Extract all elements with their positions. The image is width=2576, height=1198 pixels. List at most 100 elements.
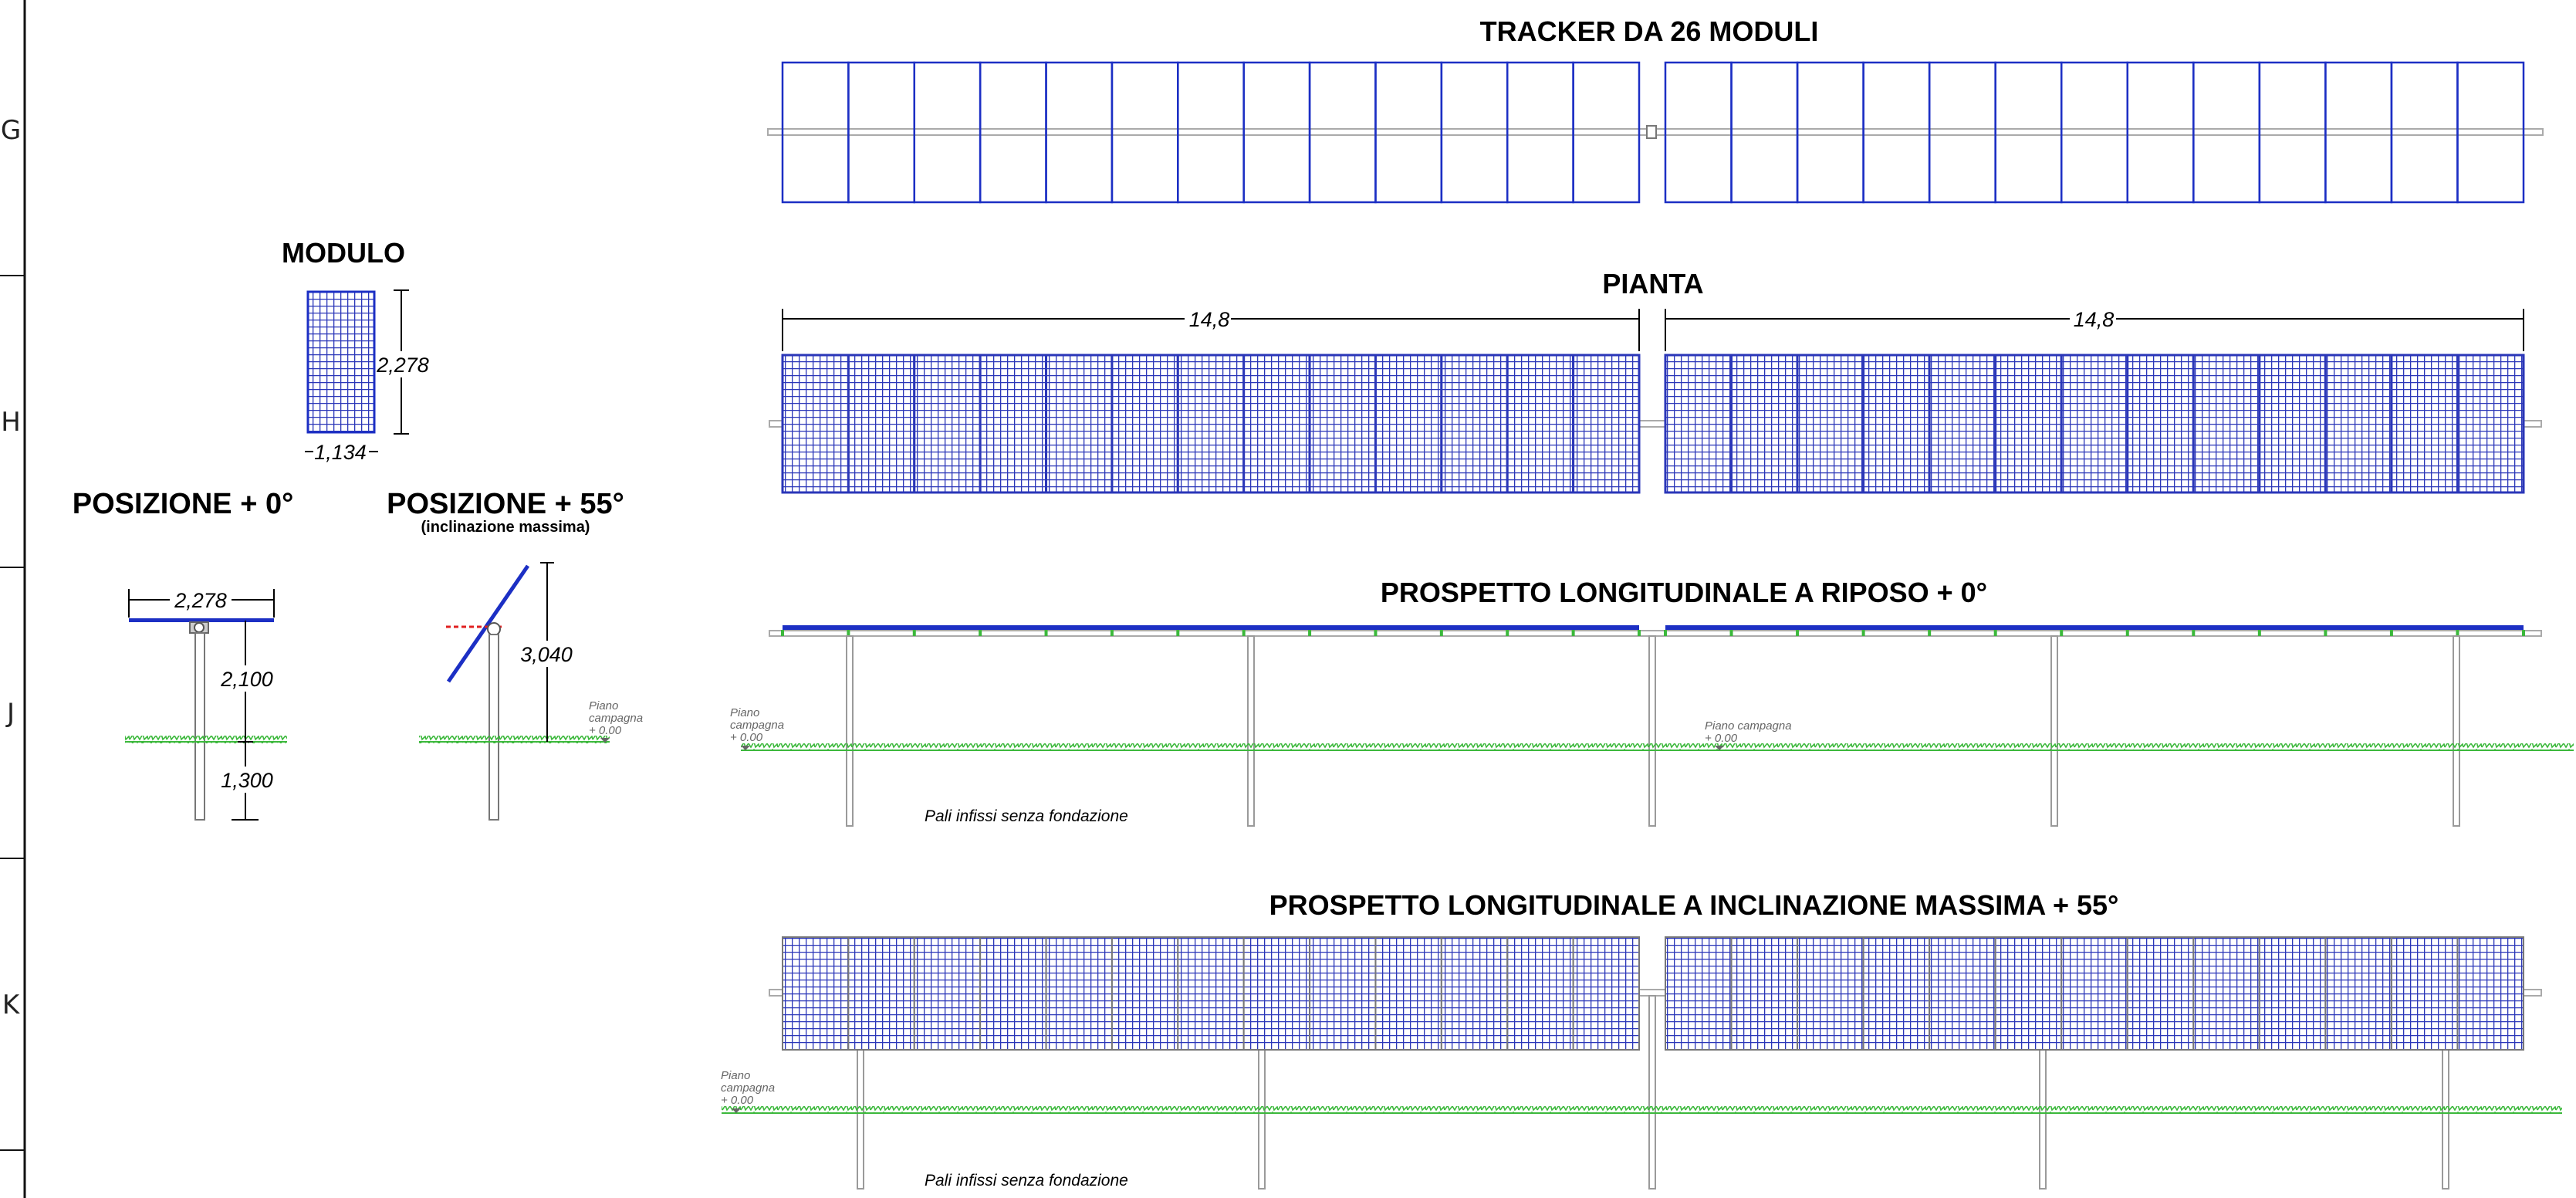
tilt-module [2324,936,2392,1051]
plan-module [2192,354,2261,494]
rest-clamp [1993,630,1997,636]
rest-ground-label-2: campagna [730,719,784,732]
tilt-module [2258,936,2327,1051]
tilt-module [2060,936,2128,1051]
plan-module [1796,354,1865,494]
plan-module [2060,354,2129,494]
plan-title: PIANTA [1602,268,1703,300]
rest-ground-level: + 0.00 [730,731,763,744]
rest-clamp [1176,630,1180,636]
rest-clamp [1796,630,1800,636]
rest-pile [1648,635,1656,827]
tilt-module [979,936,1047,1051]
tilt-module [1929,936,1996,1051]
position-55-detail: POSIZIONE + 55° (inclinazione massima) 3… [387,488,643,821]
tilt-module [847,936,915,1051]
rest-clamp [1571,630,1575,636]
rest-clamp [2060,630,2064,636]
position-55-ground-level: + 0.00 [589,724,622,737]
rest-pile [846,635,854,827]
module-width-dim: 1,134 [314,441,367,464]
plan-dim-left: 14,8 [1189,308,1230,331]
module-title: MODULO [282,237,405,269]
module-panel [306,290,376,434]
tilt-title: PROSPETTO LONGITUDINALE A INCLINAZIONE M… [1269,889,2119,921]
rest-clamp [2522,630,2525,636]
position-55-ground-label-2: campagna [589,712,643,725]
plan-module [1111,354,1179,494]
rest-ground-level-center: + 0.00 [1705,732,1738,745]
rest-clamp [847,630,850,636]
plan-module [1176,354,1246,494]
rest-clamp [1242,630,1246,636]
rest-clamp [912,630,916,636]
plan-module [1862,354,1931,494]
rest-pile [1247,635,1255,827]
plan-module [913,354,982,494]
position-55-title: POSIZIONE + 55° [387,488,624,520]
rest-clamp [1308,630,1312,636]
frame-border: G H J K [0,0,26,1198]
tilt-module [1440,936,1509,1051]
position-55-height-dim: 3,040 [520,643,573,666]
tilt-ground-label: Piano [721,1069,750,1082]
plan-module [1308,354,1377,494]
tracker-module [2456,61,2525,204]
rest-ground-label-center: Piano campagna [1705,719,1792,733]
position-0-width-dim: 2,278 [174,589,227,612]
position-0-module [129,618,274,622]
plan-module [979,354,1048,494]
tilt-module [2192,936,2260,1051]
tilt-ground-label-2: campagna [721,1081,775,1095]
tilt-module [1730,936,1799,1051]
tilt-module [1994,936,2063,1051]
rest-elevation-view: PROSPETTO LONGITUDINALE A RIPOSO + 0° Pi… [730,577,2574,827]
tilt-module [1111,936,1179,1051]
rest-clamp [1664,630,1667,636]
zone-label-g: G [1,115,21,146]
tracker-title: TRACKER DA 26 MODULI [1480,15,1819,47]
tilt-module [1862,936,1931,1051]
position-0-title: POSIZIONE + 0° [73,488,294,520]
tilt-module [1665,936,1733,1051]
zone-label-h: H [1,407,21,438]
rest-clamp [2125,630,2129,636]
rest-clamp [1861,630,1865,636]
rest-clamp [2456,630,2459,636]
plan-module [2390,354,2459,494]
plan-dim-right: 14,8 [2074,308,2115,331]
rest-clamp [979,630,982,636]
rest-piles-note: Pali infissi senza fondazione [925,807,1128,825]
position-0-height-dim: 2,100 [220,668,273,691]
rest-clamp [1439,630,1443,636]
tilt-elevation-view: PROSPETTO LONGITUDINALE A INCLINAZIONE M… [721,889,2562,1190]
rest-clamp [1110,630,1114,636]
plan-module [1045,354,1114,494]
position-0-detail: POSIZIONE + 0° 2,278 2,100 1,300 [73,488,294,821]
rest-clamp [1729,630,1733,636]
tilt-ground-level: + 0.00 [721,1094,754,1107]
rest-clamp [781,630,784,636]
rest-clamp [1928,630,1932,636]
rest-clamp [2257,630,2261,636]
module-height-dim: 2,278 [376,354,429,377]
tilt-module [2126,936,2195,1051]
plan-module [2258,354,2327,494]
rest-pile [2050,635,2058,827]
module-detail: MODULO 2,278 1,134 [282,237,429,465]
plan-module [1994,354,2063,494]
tilt-module [2456,936,2524,1051]
rest-clamp [2389,630,2393,636]
rest-clamp [1506,630,1509,636]
position-55-ground-label: Piano [589,699,618,712]
plan-module [2324,354,2393,494]
tilt-module [1045,936,1113,1051]
tilt-module [1309,936,1377,1051]
plan-module [1242,354,1311,494]
plan-module [1506,354,1575,494]
rest-clamp [1374,630,1378,636]
tilt-module [1177,936,1245,1051]
plan-module [1572,354,1641,494]
tilt-module [1572,936,1640,1051]
